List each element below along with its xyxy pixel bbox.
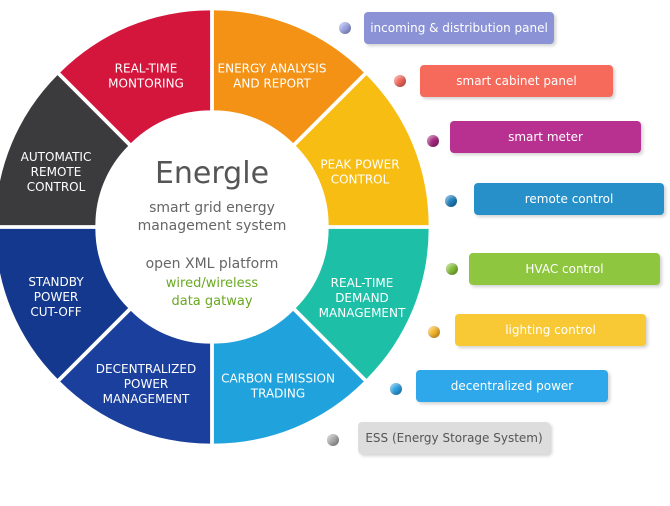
platform-text: open XML platform [146,256,279,272]
feature-pill-decentralized-power: decentralized power [416,370,608,402]
connectivity-text: wired/wireless [166,276,259,291]
bullet-dot-icon [327,434,339,446]
gateway-text: data gatway [171,294,252,309]
bullet-dot-icon [445,195,457,207]
bullet-dot-icon [446,263,458,275]
feature-pill-smart-cabinet-panel: smart cabinet panel [420,65,613,97]
bullet-dot-icon [394,75,406,87]
feature-pill-remote-control: remote control [474,183,664,215]
feature-pill-incoming-distribution-panel: incoming & distribution panel [364,12,554,44]
bullet-dot-icon [428,326,440,338]
segment-decentralized-power-management [60,310,211,444]
segment-standby-power-cutoff [0,228,129,379]
feature-pill-ess: ESS (Energy Storage System) [358,422,550,454]
segment-automatic-remote-control [0,75,129,226]
segment-carbon-emission-trading [213,310,364,444]
feature-pill-hvac-control: HVAC control [469,253,660,285]
segment-energy-analysis-report [213,10,364,144]
feature-pill-lighting-control: lighting control [455,314,646,346]
brand-title: Energle [155,156,269,191]
center-text: Energle smart grid energy management sys… [138,156,287,309]
center-hub [102,117,322,337]
bullet-dot-icon [390,383,402,395]
segment-peak-power-control [295,75,429,226]
bullet-dot-icon [427,135,439,147]
subtitle-line-2: management system [138,218,287,234]
segment-real-time-monitoring [60,10,211,144]
feature-pill-smart-meter: smart meter [450,121,641,153]
bullet-dot-icon [339,22,351,34]
segment-real-time-demand-management [295,228,429,379]
segment-wheel [0,10,429,444]
subtitle-line-1: smart grid energy [149,200,275,216]
